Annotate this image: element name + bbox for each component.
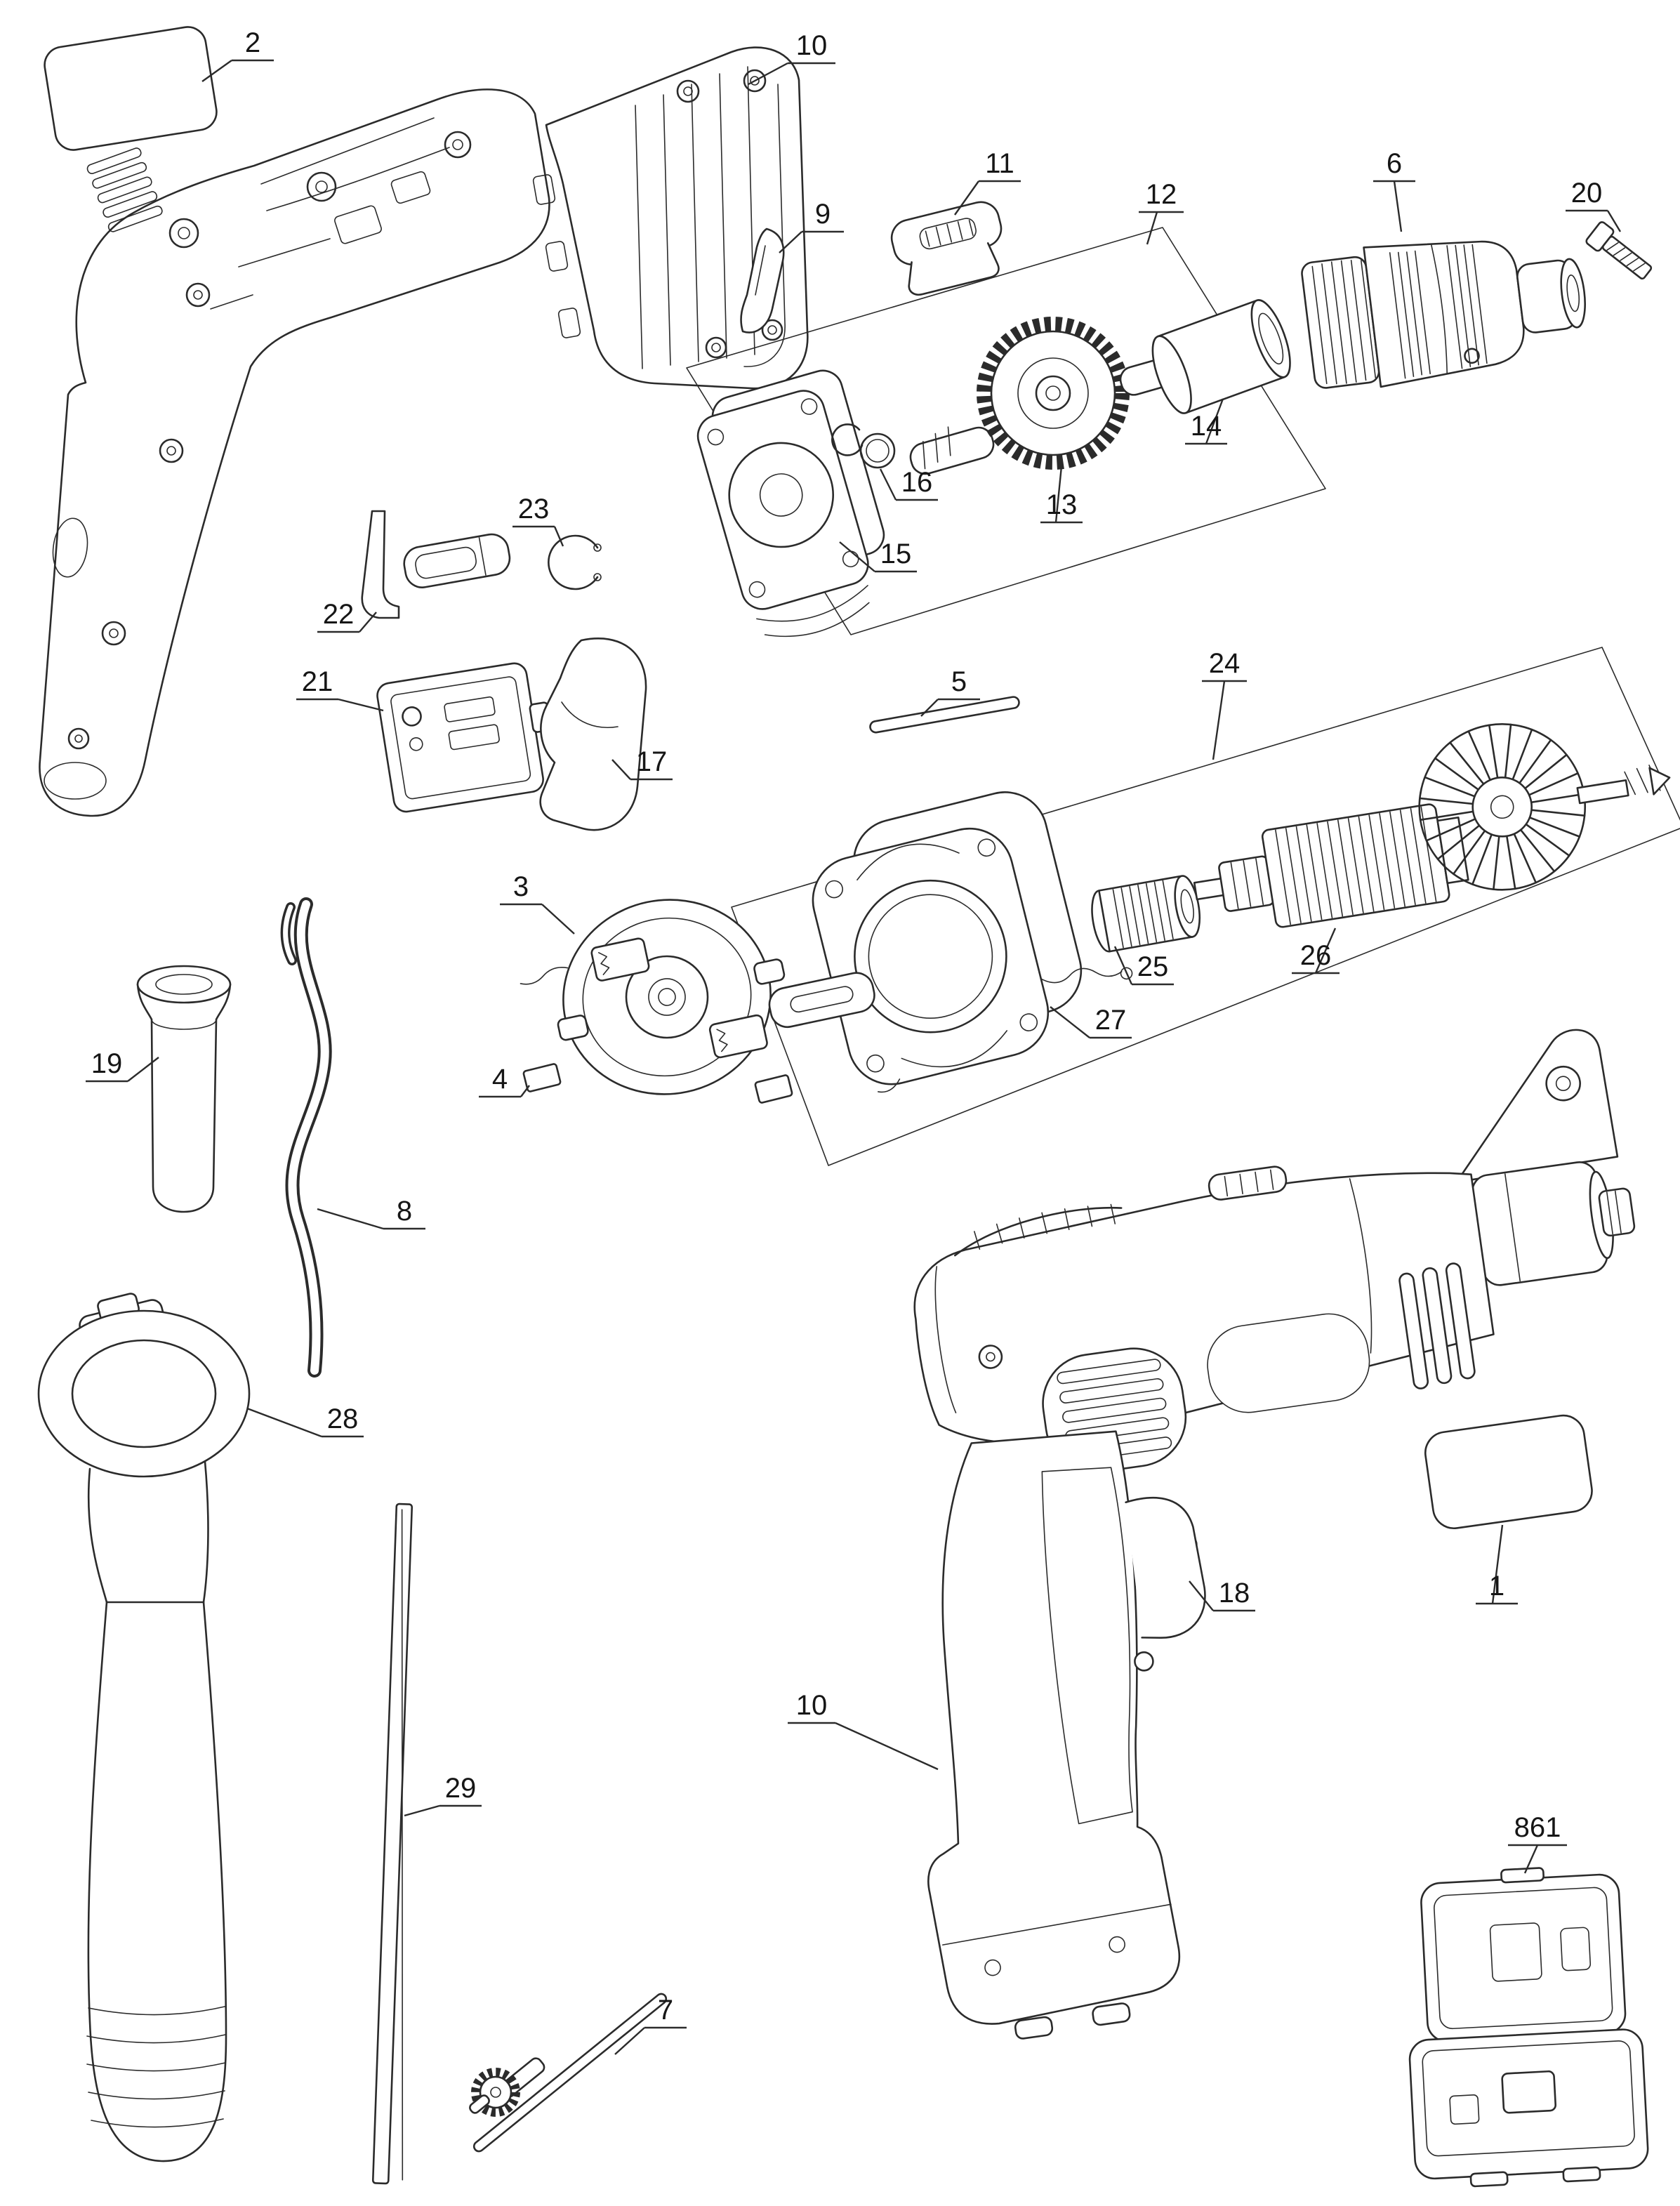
callout-29: 29 xyxy=(404,1773,482,1817)
callout-861-label: 861 xyxy=(1514,1812,1561,1843)
callout-18: 18 xyxy=(1189,1578,1255,1612)
callout-1: 1 xyxy=(1476,1524,1518,1605)
callout-26-label: 26 xyxy=(1300,940,1332,971)
part-retaining-ring xyxy=(548,534,602,590)
callout-6-label: 6 xyxy=(1387,148,1402,179)
callout-7-label: 7 xyxy=(658,1995,673,2026)
callout-10-top: 10 xyxy=(748,30,835,86)
part-cylinder-sleeve xyxy=(1151,299,1291,414)
callout-12: 12 xyxy=(1139,179,1184,245)
callout-9-label: 9 xyxy=(815,199,831,230)
part-bearing-coupler xyxy=(1091,875,1201,953)
part-trigger-boot xyxy=(539,638,647,831)
callout-5-label: 5 xyxy=(951,666,967,697)
callout-27: 27 xyxy=(1050,1005,1132,1039)
callout-28-label: 28 xyxy=(327,1403,359,1434)
callout-11-label: 11 xyxy=(985,148,1014,179)
part-gearbox-housing xyxy=(696,369,885,638)
callout-4-label: 4 xyxy=(492,1064,508,1095)
callout-20-label: 20 xyxy=(1571,178,1603,209)
part-kit-box xyxy=(1408,1867,1649,2188)
callout-29-label: 29 xyxy=(445,1773,477,1804)
callout-21-label: 21 xyxy=(302,666,333,697)
part-stator-field xyxy=(812,791,1133,1093)
group-box-motor-assembly xyxy=(731,647,1680,1166)
part-housing-right-half xyxy=(532,46,809,390)
callout-8: 8 xyxy=(317,1196,425,1230)
callouts: 2 10 11 9 12 6 20 16 xyxy=(86,27,1622,2055)
callout-22-label: 22 xyxy=(323,599,355,630)
callout-24-label: 24 xyxy=(1209,648,1241,679)
part-drill-assembly xyxy=(913,1029,1636,2040)
part-pin xyxy=(869,696,1020,734)
part-brush-end-plate xyxy=(520,899,875,1095)
callout-13: 13 xyxy=(1040,465,1083,524)
part-screw-chuck xyxy=(1585,221,1653,280)
callout-14: 14 xyxy=(1185,398,1227,445)
part-switch xyxy=(376,662,553,813)
callout-6: 6 xyxy=(1373,148,1415,232)
callout-12-label: 12 xyxy=(1146,179,1177,210)
callout-2-label: 2 xyxy=(245,27,260,58)
group-box-gear-assembly xyxy=(686,227,1326,638)
callout-2: 2 xyxy=(201,27,274,82)
callout-5: 5 xyxy=(920,666,980,717)
callout-13-label: 13 xyxy=(1046,489,1078,520)
part-depth-rod xyxy=(371,1502,414,2185)
callout-19: 19 xyxy=(86,1048,159,1083)
callout-11: 11 xyxy=(954,148,1021,216)
housing-vent-slots xyxy=(86,147,163,232)
part-housing-left-half xyxy=(39,88,550,817)
part-nameplate-blank xyxy=(44,26,218,151)
part-grip-sleeve xyxy=(136,965,232,1213)
callout-8-label: 8 xyxy=(397,1196,412,1227)
callout-9: 9 xyxy=(779,199,844,253)
callout-10-top-label: 10 xyxy=(796,30,828,61)
part-chuck-key xyxy=(469,1993,668,2153)
part-selector-slider xyxy=(890,201,1003,296)
callout-16-label: 16 xyxy=(901,467,933,498)
callout-17-label: 17 xyxy=(636,746,668,777)
callout-20: 20 xyxy=(1566,178,1622,232)
callout-1-label: 1 xyxy=(1489,1571,1504,1601)
callout-21: 21 xyxy=(296,666,384,712)
callout-861: 861 xyxy=(1508,1812,1567,1874)
part-gear-shaft xyxy=(909,317,1171,475)
part-cord-guard xyxy=(280,897,332,1378)
callout-26: 26 xyxy=(1292,927,1340,975)
callout-3: 3 xyxy=(500,871,575,934)
callout-27-label: 27 xyxy=(1095,1005,1127,1036)
callout-15: 15 xyxy=(839,539,917,573)
callout-17: 17 xyxy=(611,746,673,781)
callout-14-label: 14 xyxy=(1191,411,1222,442)
part-carbon-brushes xyxy=(522,1063,793,1104)
part-bracket-lever xyxy=(361,510,511,619)
callout-22: 22 xyxy=(317,599,377,633)
part-chuck xyxy=(1301,240,1586,389)
callout-7: 7 xyxy=(614,1995,687,2055)
callout-4: 4 xyxy=(479,1064,530,1098)
callout-28: 28 xyxy=(246,1403,364,1438)
callout-10-bottom-label: 10 xyxy=(796,1690,828,1721)
callout-25-label: 25 xyxy=(1137,951,1169,982)
part-circlip-washer xyxy=(831,423,896,469)
armature-fan xyxy=(1418,723,1587,891)
callout-16: 16 xyxy=(879,467,938,501)
callout-18-label: 18 xyxy=(1219,1578,1250,1609)
callout-10-bottom: 10 xyxy=(788,1690,939,1771)
callout-24: 24 xyxy=(1202,648,1247,760)
callout-19-label: 19 xyxy=(91,1048,123,1079)
callout-15-label: 15 xyxy=(880,539,912,569)
callout-23: 23 xyxy=(512,494,564,547)
callout-25: 25 xyxy=(1113,946,1174,986)
part-aux-handle xyxy=(37,1293,251,2162)
callout-3-label: 3 xyxy=(513,871,529,902)
callout-23-label: 23 xyxy=(518,494,550,524)
part-armature xyxy=(1193,723,1671,928)
